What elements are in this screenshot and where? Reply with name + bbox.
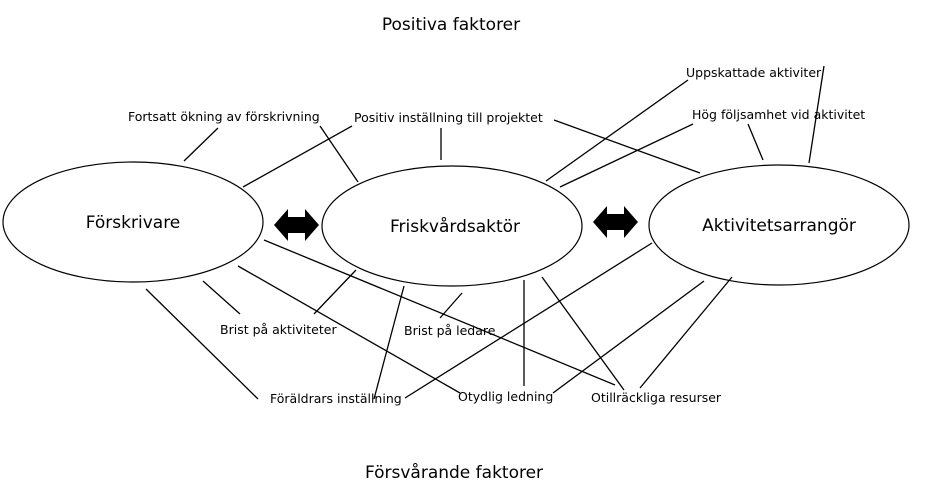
- node-prescriber-label: Förskrivare: [86, 213, 181, 233]
- heading-positive-factors: Positiva faktorer: [382, 15, 520, 35]
- positive-factor-lines: [183, 65, 825, 188]
- node-activity-organizer-label: Aktivitetsarrangör: [702, 216, 856, 236]
- factor-parents-attitude: Föräldrars inställning: [270, 391, 402, 406]
- factor-high-adherence: Hög följsamhet vid aktivitet: [692, 107, 865, 122]
- factor-appreciated-activities: Uppskattade aktiviter: [686, 65, 822, 80]
- factor-insufficient-resources: Otillräckliga resurser: [591, 390, 722, 405]
- node-activity-organizer-ellipse: [648, 164, 910, 286]
- double-arrow-left: [274, 209, 319, 241]
- node-wellness-actor-ellipse: [321, 165, 583, 287]
- double-arrow-right: [593, 206, 638, 238]
- heading-hindering-factors: Försvårande faktorer: [365, 462, 543, 483]
- node-prescriber-ellipse: [2, 161, 264, 283]
- factor-positive-attitude: Positiv inställning till projektet: [354, 110, 543, 125]
- node-wellness-actor-label: Friskvårdsaktör: [390, 216, 520, 237]
- hindering-factor-lines: [145, 239, 733, 400]
- factor-continued-increase: Fortsatt ökning av förskrivning: [128, 109, 320, 124]
- factor-lack-of-leaders: Brist på ledare: [404, 323, 496, 338]
- factor-unclear-leadership: Otydlig ledning: [458, 389, 553, 404]
- factor-lack-of-activities: Brist på aktiviteter: [220, 322, 337, 337]
